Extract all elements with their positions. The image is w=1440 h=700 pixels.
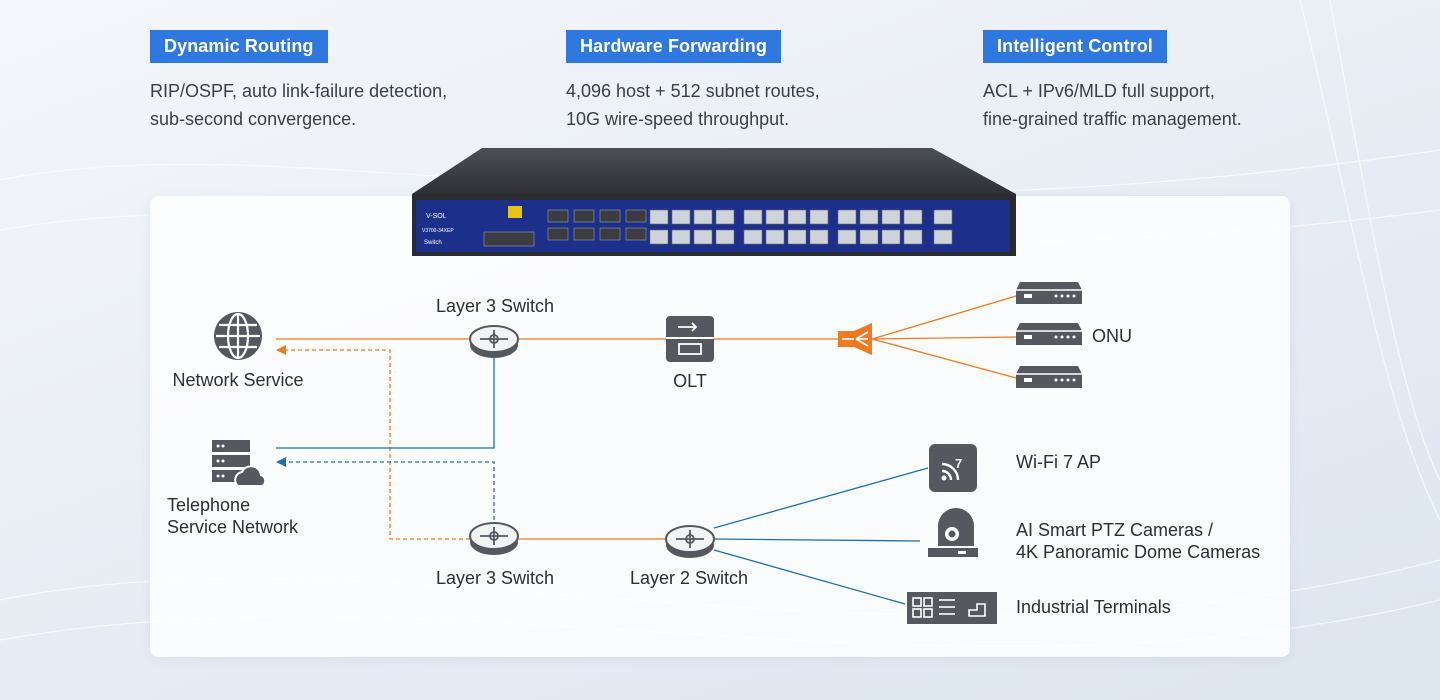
olt-label: OLT bbox=[673, 371, 707, 391]
switch-port bbox=[933, 209, 953, 225]
switch-port bbox=[599, 209, 621, 223]
feature-title: Hardware Forwarding bbox=[566, 30, 781, 63]
dome-camera-icon bbox=[928, 508, 978, 557]
switch-port bbox=[933, 229, 953, 245]
device-type: Switch bbox=[424, 240, 442, 246]
industrial-terminal-icon bbox=[907, 592, 997, 624]
switch-port bbox=[649, 209, 669, 225]
switch-device-image: V-SOL V3700-34XEP Switch bbox=[412, 148, 1016, 256]
onu-icon bbox=[1016, 282, 1082, 304]
wifi-ap-label: Wi-Fi 7 AP bbox=[1016, 452, 1102, 472]
device-brand: V-SOL bbox=[426, 213, 447, 220]
feature-line: sub-second convergence. bbox=[150, 109, 357, 129]
olt-icon bbox=[666, 316, 714, 362]
layer3-switch-top-label: Layer 3 Switch bbox=[435, 296, 555, 316]
feature-line: 10G wire-speed throughput. bbox=[566, 109, 790, 129]
onu-label: ONU bbox=[1092, 326, 1132, 346]
wifi-ap-icon: 7 bbox=[929, 444, 977, 492]
feature-line: fine-grained traffic management. bbox=[983, 109, 1242, 129]
layer2-switch-label: Layer 2 Switch bbox=[629, 568, 749, 588]
switch-port bbox=[547, 227, 569, 241]
feature-line: ACL + IPv6/MLD full support, bbox=[983, 81, 1215, 101]
switch-port bbox=[743, 229, 763, 245]
switch-port bbox=[881, 229, 901, 245]
telephone-line-2: Service Network bbox=[167, 517, 299, 537]
splitter-icon bbox=[838, 323, 872, 355]
switch-port bbox=[547, 209, 569, 223]
feature-hardware-forwarding: Hardware Forwarding 4,096 host + 512 sub… bbox=[566, 30, 820, 133]
switch-port bbox=[649, 229, 669, 245]
switch-port bbox=[625, 209, 647, 223]
feature-title: Dynamic Routing bbox=[150, 30, 328, 63]
onu-icon bbox=[1016, 323, 1082, 345]
switch-port bbox=[787, 209, 807, 225]
switch-port bbox=[903, 209, 923, 225]
switch-port bbox=[837, 209, 857, 225]
cameras-line-1: AI Smart PTZ Cameras / bbox=[1016, 520, 1214, 540]
cameras-label: AI Smart PTZ Cameras / 4K Panoramic Dome… bbox=[1016, 519, 1260, 563]
svg-text:7: 7 bbox=[955, 456, 962, 471]
switch-port bbox=[765, 229, 785, 245]
switch-port bbox=[903, 229, 923, 245]
switch-port bbox=[625, 227, 647, 241]
switch-port bbox=[837, 229, 857, 245]
router-icon-l3-bottom bbox=[469, 522, 519, 555]
switch-port bbox=[743, 209, 763, 225]
switch-port bbox=[508, 206, 522, 218]
switch-port bbox=[809, 229, 829, 245]
globe-icon bbox=[214, 312, 262, 360]
switch-port bbox=[715, 209, 735, 225]
server-cloud-icon bbox=[212, 440, 267, 487]
network-service-label: Network Service bbox=[172, 370, 304, 390]
telephone-line-1: Telephone bbox=[167, 495, 251, 515]
feature-title: Intelligent Control bbox=[983, 30, 1167, 63]
feature-line: 4,096 host + 512 subnet routes, bbox=[566, 81, 820, 101]
switch-port bbox=[787, 229, 807, 245]
switch-port bbox=[693, 209, 713, 225]
switch-port bbox=[693, 229, 713, 245]
feature-description: ACL + IPv6/MLD full support, fine-graine… bbox=[983, 77, 1242, 133]
switch-port bbox=[859, 229, 879, 245]
switch-port bbox=[859, 209, 879, 225]
switch-port bbox=[715, 229, 735, 245]
switch-port bbox=[483, 231, 535, 247]
industrial-terminals-label: Industrial Terminals bbox=[1016, 597, 1171, 617]
switch-port bbox=[599, 227, 621, 241]
onu-icon bbox=[1016, 366, 1082, 388]
feature-line: RIP/OSPF, auto link-failure detection, bbox=[150, 81, 448, 101]
telephone-service-label: Telephone Service Network bbox=[167, 494, 298, 538]
diagram-panel bbox=[150, 196, 1290, 657]
feature-description: RIP/OSPF, auto link-failure detection, s… bbox=[150, 77, 447, 133]
switch-port bbox=[881, 209, 901, 225]
switch-port bbox=[765, 209, 785, 225]
cameras-line-2: 4K Panoramic Dome Cameras bbox=[1016, 542, 1261, 562]
feature-dynamic-routing: Dynamic Routing RIP/OSPF, auto link-fail… bbox=[150, 30, 447, 133]
switch-port bbox=[573, 209, 595, 223]
device-model: V3700-34XEP bbox=[422, 228, 454, 234]
switch-port bbox=[809, 209, 829, 225]
switch-port bbox=[671, 229, 691, 245]
layer3-switch-bottom-label: Layer 3 Switch bbox=[435, 568, 555, 588]
switch-port bbox=[671, 209, 691, 225]
feature-intelligent-control: Intelligent Control ACL + IPv6/MLD full … bbox=[983, 30, 1242, 133]
switch-port bbox=[573, 227, 595, 241]
router-icon-l2 bbox=[665, 525, 715, 558]
router-icon-l3-top bbox=[469, 325, 519, 358]
feature-description: 4,096 host + 512 subnet routes, 10G wire… bbox=[566, 77, 820, 133]
